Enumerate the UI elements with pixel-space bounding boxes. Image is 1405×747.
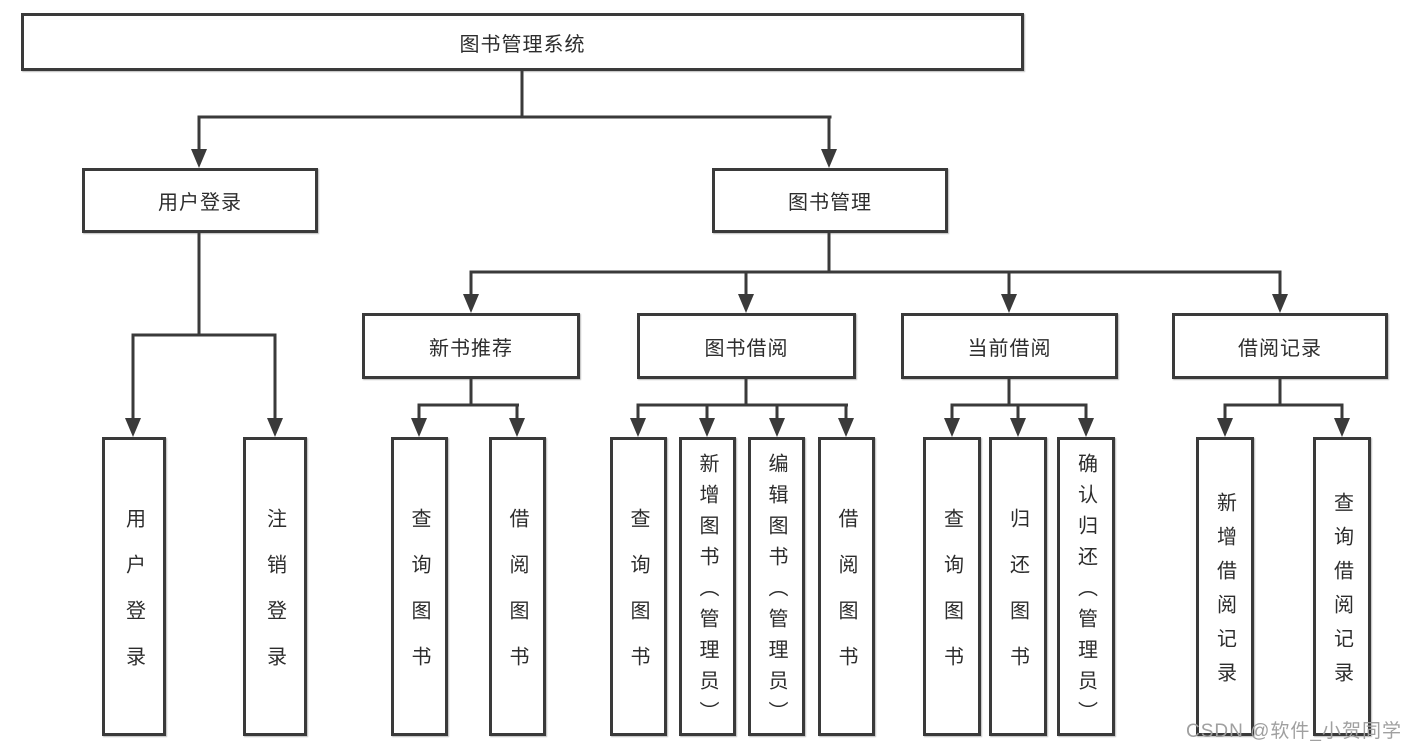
box-book-management-label: 图书管理	[788, 192, 872, 214]
leaf-add-book-admin: 新增图书（管理员）	[679, 437, 736, 736]
leaf-borrow-book-recommend-label: 借阅图书	[506, 507, 528, 692]
leaf-user-login: 用户登录	[102, 437, 166, 736]
box-borrow-records: 借阅记录	[1172, 313, 1388, 379]
watermark: CSDN @软件_小贺同学	[1186, 721, 1402, 742]
box-current-borrow: 当前借阅	[901, 313, 1118, 379]
leaf-confirm-return-admin-label: 确认归还（管理员）	[1074, 452, 1097, 732]
leaf-user-login-label: 用户登录	[122, 507, 145, 692]
leaf-edit-book-admin: 编辑图书（管理员）	[748, 437, 805, 736]
leaf-logout: 注销登录	[243, 437, 307, 736]
box-user-login-label: 用户登录	[158, 192, 242, 214]
leaf-add-borrow-record: 新增借阅记录	[1196, 437, 1254, 736]
box-book-borrow: 图书借阅	[637, 313, 856, 379]
box-new-book-recommend-label: 新书推荐	[429, 337, 513, 360]
leaf-return-book: 归还图书	[989, 437, 1047, 736]
leaf-query-book-recommend-label: 查询图书	[408, 507, 430, 692]
leaf-query-borrow-record: 查询借阅记录	[1313, 437, 1371, 736]
leaf-add-borrow-record-label: 新增借阅记录	[1213, 491, 1236, 696]
box-current-borrow-label: 当前借阅	[967, 337, 1052, 360]
leaf-query-book-borrow-label: 查询图书	[627, 507, 649, 692]
leaf-borrow-book-recommend: 借阅图书	[489, 437, 546, 736]
box-new-book-recommend: 新书推荐	[362, 313, 580, 379]
leaf-logout-label: 注销登录	[263, 507, 286, 692]
leaf-borrow-book-label: 借阅图书	[835, 507, 857, 692]
leaf-query-book-current: 查询图书	[923, 437, 981, 736]
box-book-management: 图书管理	[712, 168, 948, 233]
leaf-edit-book-admin-label: 编辑图书（管理员）	[765, 452, 787, 732]
box-library-system: 图书管理系统	[21, 13, 1024, 71]
leaf-add-book-admin-label: 新增图书（管理员）	[696, 452, 718, 732]
box-library-system-label: 图书管理系统	[459, 33, 586, 56]
arrowheads	[125, 149, 1350, 437]
leaf-confirm-return-admin: 确认归还（管理员）	[1057, 437, 1115, 736]
leaf-query-book-borrow: 查询图书	[610, 437, 667, 736]
box-borrow-records-label: 借阅记录	[1238, 337, 1322, 360]
leaf-borrow-book: 借阅图书	[818, 437, 875, 736]
leaf-query-book-recommend: 查询图书	[391, 437, 448, 736]
connector-segments	[131, 70, 1344, 419]
leaf-query-book-current-label: 查询图书	[940, 507, 963, 692]
leaf-return-book-label: 归还图书	[1006, 507, 1029, 692]
leaf-query-borrow-record-label: 查询借阅记录	[1330, 491, 1353, 696]
box-user-login: 用户登录	[82, 168, 318, 233]
box-book-borrow-label: 图书借阅	[704, 337, 789, 360]
